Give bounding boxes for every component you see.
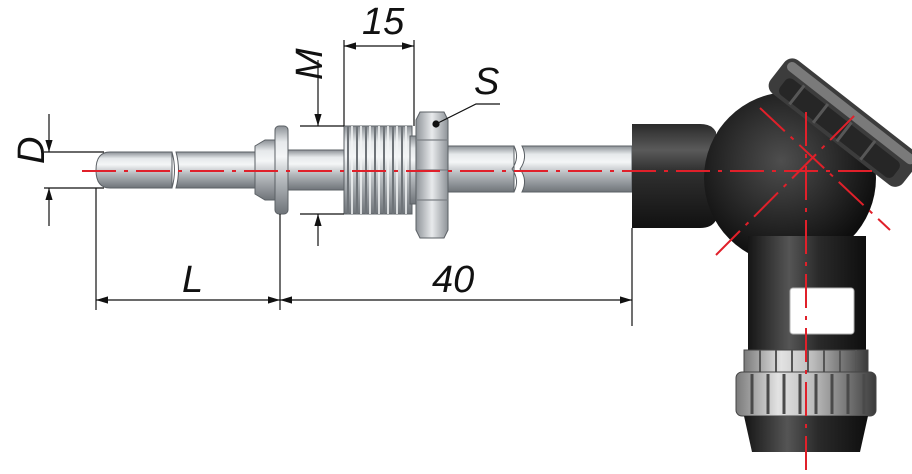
dim-label-l: L — [182, 259, 203, 301]
diagonal-axis-a — [715, 111, 859, 256]
extension-tube — [447, 145, 633, 193]
dim-label-m: M — [289, 48, 331, 80]
diagonal-axis-b — [759, 107, 891, 231]
dim-label-d: D — [11, 137, 53, 164]
connection-head — [632, 58, 912, 452]
dim-label-40: 40 — [432, 259, 474, 301]
centerlines — [82, 107, 891, 470]
dim-label-s: S — [474, 61, 499, 103]
flange-fitting — [254, 125, 347, 215]
dimension-lines — [44, 40, 633, 326]
probe-tube — [95, 151, 256, 189]
dim-label-15: 15 — [362, 1, 405, 43]
hex-nut — [415, 111, 449, 239]
